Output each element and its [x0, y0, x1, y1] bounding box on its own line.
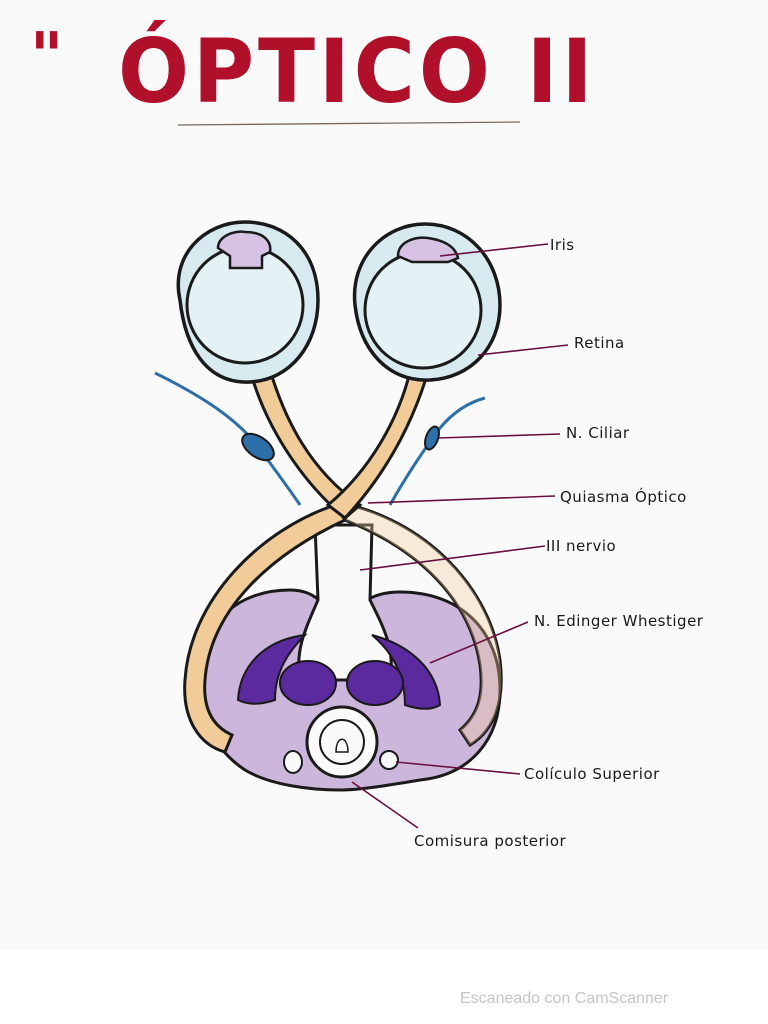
label-quiasma: Quiasma Óptico: [560, 488, 687, 506]
leader-edinger: [429, 621, 529, 664]
camscanner-watermark: Escaneado con CamScanner: [460, 990, 669, 1007]
label-iris: Iris: [550, 236, 575, 254]
nucleus-left-crescent: [236, 633, 308, 705]
label-retina: Retina: [574, 334, 625, 352]
leader-quiasma: [367, 495, 556, 504]
label-ciliar: N. Ciliar: [566, 424, 630, 442]
ciliar-ganglion-left: [241, 432, 275, 462]
title-underline: [177, 121, 521, 126]
page-title: ÓPTICO II: [118, 20, 597, 123]
eye-right: [352, 222, 502, 382]
label-coliculo: Colículo Superior: [524, 765, 660, 783]
colliculus-right: [379, 750, 399, 770]
ciliar-thread-right: [388, 396, 486, 506]
optic-tract-right: [343, 503, 503, 748]
optic-nerve-left: [248, 368, 363, 520]
leader-iris: [439, 243, 549, 257]
scanned-page: [0, 0, 768, 950]
optic-nerve-right: [325, 370, 431, 521]
title-mark: ": [30, 20, 64, 94]
label-edinger: N. Edinger Whestiger: [534, 612, 704, 630]
eye-left: [176, 220, 320, 384]
leader-retina: [477, 344, 569, 356]
leader-tercer: [359, 545, 546, 571]
ciliar-ganglion-right: [424, 425, 440, 451]
label-tercer-nervio: III nervio: [546, 537, 617, 555]
leader-comisura: [351, 781, 419, 829]
leader-coliculo: [395, 761, 521, 775]
label-comisura: Comisura posterior: [414, 832, 567, 850]
nucleus-right-crescent: [371, 634, 442, 710]
optic-tract-left: [183, 503, 348, 754]
colliculus-left: [283, 750, 303, 774]
nucleus-left: [279, 660, 337, 706]
leader-ciliar: [437, 433, 561, 439]
footer-band: [0, 950, 768, 1024]
nucleus-right: [346, 660, 404, 706]
